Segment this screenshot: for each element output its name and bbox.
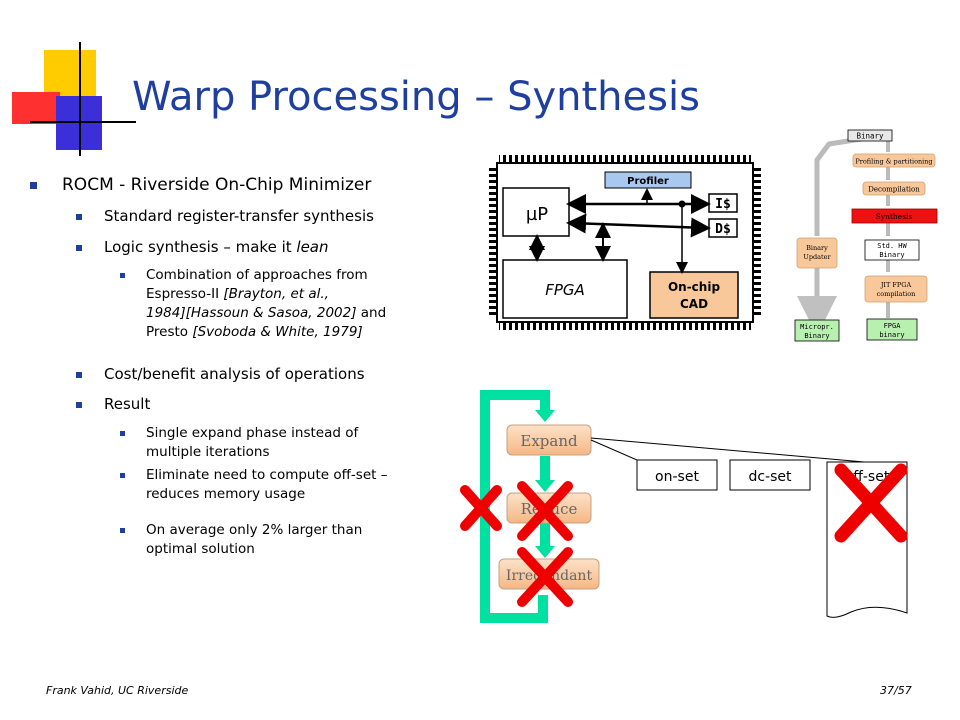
arrowhead	[535, 546, 555, 558]
chip-diagram: µP Profiler I$ D$ FPGA On-chip CAD	[489, 155, 761, 330]
slide-title: Warp Processing – Synthesis	[132, 74, 700, 120]
dcset-box	[729, 459, 811, 491]
warp-flow-diagram: Binary Profiling & partitioning Decompil…	[794, 129, 938, 342]
std-hw-label-line1: Std. HW	[877, 242, 907, 250]
fpga-binary-box	[866, 318, 918, 341]
bullet-marker	[120, 528, 125, 533]
bullet-rocm: ROCM - Riverside On-Chip Minimizer	[62, 175, 372, 195]
bullet-result: Result	[104, 395, 151, 413]
bullet-logic-synthesis: Logic synthesis – make it lean	[104, 238, 329, 256]
corner-decoration	[12, 42, 136, 156]
dcset-label: dc-set	[748, 469, 792, 485]
onchip-cad-label-line2: CAD	[680, 297, 708, 311]
updater-label-line1: Binary	[806, 244, 828, 252]
cross-icon	[517, 547, 573, 607]
bullet-combination-line4: Presto [Svoboda & White, 1979]	[146, 324, 363, 340]
dcache-bus	[566, 213, 711, 238]
expand-label: Expand	[520, 432, 578, 450]
fpga-label: FPGA	[545, 281, 585, 299]
bullet-marker	[120, 473, 125, 478]
cross-icon	[834, 463, 908, 543]
offset-sheet	[826, 461, 908, 618]
bullet-marker	[76, 372, 82, 378]
fpga-binary-label-line2: binary	[879, 331, 904, 339]
profiler-label: Profiler	[627, 176, 669, 187]
espresso-diagram: Expand Reduce Irredundant on-set dc-set …	[460, 390, 908, 623]
loop-arrowhead	[535, 410, 555, 422]
chip-pins	[489, 155, 761, 330]
bullet-rt-synthesis: Standard register-transfer synthesis	[104, 207, 374, 225]
bullet-single-expand-line2: multiple iterations	[146, 444, 270, 460]
bullet-marker	[120, 431, 125, 436]
expand-connector	[590, 437, 888, 465]
profiling-label: Profiling & partitioning	[855, 158, 932, 166]
bullet-average-line1: On average only 2% larger than	[146, 522, 363, 538]
microprocessor-label: µP	[526, 204, 548, 225]
decompilation-label: Decompilation	[868, 186, 920, 194]
fpga-binary-label-line1: FPGA	[884, 322, 902, 330]
micro-binary-box	[794, 319, 840, 342]
fpga-box	[502, 259, 628, 319]
onset-label: on-set	[655, 469, 699, 485]
jit-fpga-box	[864, 275, 928, 303]
micro-label-line1: Micropr.	[800, 323, 834, 331]
std-hw-label-line2: Binary	[879, 251, 904, 259]
bullet-average-line2: optimal solution	[146, 541, 255, 557]
bullet-cost-benefit: Cost/benefit analysis of operations	[104, 365, 365, 383]
onset-box	[636, 459, 718, 491]
binary-label: Binary	[856, 132, 884, 141]
icache-label: I$	[715, 197, 731, 212]
bullet-combination-line1: Combination of approaches from	[146, 267, 368, 283]
decompilation-box	[862, 181, 926, 196]
bullet-combination-line2: Espresso-II [Brayton, et al.,	[146, 286, 329, 302]
bullet-marker	[76, 245, 82, 251]
synthesis-label: Synthesis	[876, 212, 913, 221]
microprocessor-box	[502, 187, 570, 237]
bullet-marker	[76, 402, 82, 408]
cross-icon	[460, 485, 502, 531]
bullet-marker	[76, 214, 82, 220]
updater-label-line2: Updater	[803, 253, 831, 261]
jit-label-line1: JIT FPGA	[880, 281, 912, 289]
binary-box	[847, 129, 893, 142]
dcache-label: D$	[715, 222, 731, 237]
bullet-single-expand-line1: Single expand phase instead of	[146, 425, 359, 441]
std-hw-binary-box	[864, 239, 920, 261]
jit-label-line2: compilation	[877, 290, 916, 298]
onchip-cad-box	[649, 271, 739, 319]
footer-author: Frank Vahid, UC Riverside	[46, 684, 189, 697]
micro-label-line2: Binary	[804, 332, 829, 340]
bullet-combination-line3: 1984][Hassoun & Sasoa, 2002] and	[146, 305, 387, 321]
arrowhead	[535, 480, 555, 492]
bullet-marker	[120, 273, 125, 278]
bullet-offset-line2: reduces memory usage	[146, 486, 306, 502]
bullet-marker	[30, 182, 37, 189]
profiling-box	[852, 153, 936, 168]
onchip-cad-label-line1: On-chip	[668, 280, 720, 294]
footer-page-number: 37/57	[880, 684, 912, 697]
expand-connector	[590, 439, 638, 461]
binary-updater-box	[796, 237, 838, 269]
synthesis-box	[851, 208, 938, 224]
cross-icon	[517, 481, 573, 541]
bullet-offset-line1: Eliminate need to compute off-set –	[146, 467, 388, 483]
